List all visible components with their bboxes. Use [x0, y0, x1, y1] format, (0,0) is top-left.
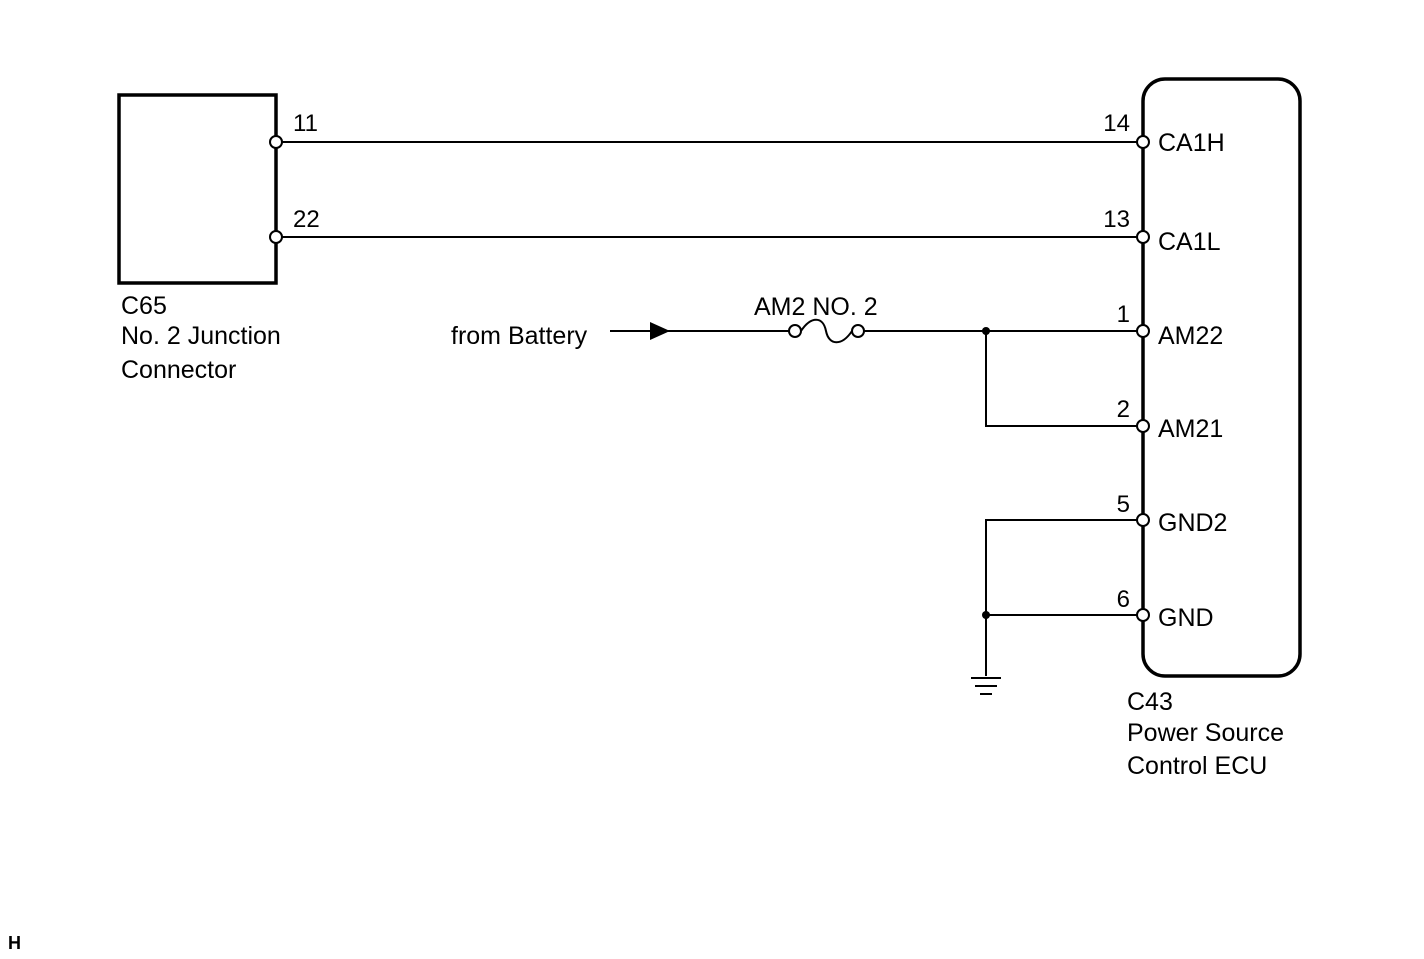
terminal-ecu-13 — [1136, 230, 1150, 244]
terminal-ecu-1 — [1136, 324, 1150, 338]
terminal-ecu-6 — [1136, 608, 1150, 622]
ecu-box — [1141, 77, 1302, 678]
ecu-terminal-ca1h: CA1H — [1158, 129, 1225, 157]
ecu-pin-1: 1 — [1117, 301, 1130, 328]
terminal-c65-22 — [269, 230, 283, 244]
fuse-terminal-right — [851, 324, 865, 338]
terminal-c65-11 — [269, 135, 283, 149]
ecu-name-2: Control ECU — [1127, 752, 1267, 780]
ecu-pin-5: 5 — [1117, 491, 1130, 518]
junction-connector-box — [117, 93, 278, 285]
junction-connector-name-1: No. 2 Junction — [121, 322, 281, 350]
wire-am21 — [985, 331, 1143, 427]
c65-pin-11: 11 — [293, 110, 318, 137]
wire-gnd2 — [985, 519, 1143, 676]
ecu-code: C43 — [1127, 688, 1173, 716]
terminal-ecu-5 — [1136, 513, 1150, 527]
ground-icon — [971, 677, 1001, 695]
fuse-icon — [800, 318, 853, 344]
fuse-terminal-left — [788, 324, 802, 338]
terminal-ecu-14 — [1136, 135, 1150, 149]
c65-pin-22: 22 — [293, 206, 320, 233]
ecu-pin-13: 13 — [1103, 206, 1130, 233]
ecu-pin-14: 14 — [1103, 110, 1130, 137]
junction-connector-code: C65 — [121, 292, 167, 320]
ecu-terminal-ca1l: CA1L — [1158, 228, 1221, 256]
ecu-pin-2: 2 — [1117, 396, 1130, 423]
ecu-terminal-gnd: GND — [1158, 604, 1214, 632]
ecu-terminal-gnd2: GND2 — [1158, 509, 1227, 537]
battery-arrow-icon — [650, 322, 670, 340]
battery-label: from Battery — [451, 322, 588, 350]
ecu-terminal-am21: AM21 — [1158, 415, 1223, 443]
fuse-label: AM2 NO. 2 — [754, 293, 878, 321]
junction-connector-name-2: Connector — [121, 356, 236, 384]
ecu-pin-6: 6 — [1117, 586, 1130, 613]
corner-code: H — [8, 933, 21, 953]
junction-dot-gnd — [982, 611, 990, 619]
terminal-ecu-2 — [1136, 419, 1150, 433]
ecu-terminal-am22: AM22 — [1158, 322, 1223, 350]
ecu-name-1: Power Source — [1127, 719, 1284, 747]
